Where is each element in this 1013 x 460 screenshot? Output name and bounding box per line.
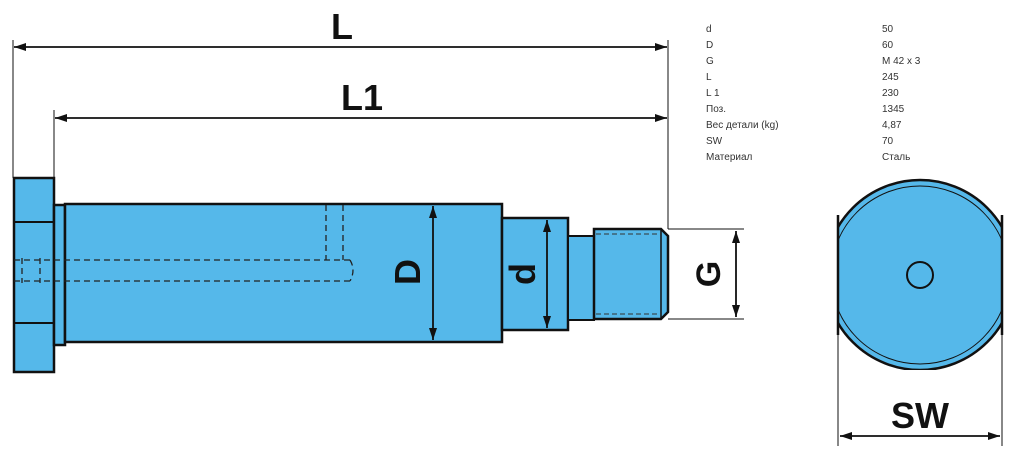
dim-G-label: G [690,261,728,287]
dim-d-label: d [502,263,543,285]
spec-value: 70 [882,136,894,147]
spec-row: Вес детали (kg)4,87 [703,118,1012,134]
spec-key: L [706,72,712,83]
spec-row: SW 70 [703,134,1012,150]
spec-value: 50 [882,22,1012,38]
spec-row: Поз. 1345 [703,102,1012,118]
dim-L1-label: L1 [341,77,383,118]
center-bore [906,261,934,289]
spec-key: d [703,22,882,38]
dim-SW-label: SW [891,395,949,436]
bolt-end-view: SW [836,178,1004,446]
bolt-side-view: L L1 D d G [12,6,744,374]
spec-value: 4,87 [882,118,1012,134]
spec-value: 245 [882,72,899,83]
spec-key: D [706,40,714,51]
spec-key: Поз. [706,104,726,115]
neck [567,235,595,321]
spec-value: Сталь [882,150,1012,166]
collar [52,203,67,347]
dim-D-label: D [387,259,428,285]
hex-head [12,176,56,374]
spec-value: 1345 [882,104,905,115]
main-body [63,202,504,344]
spec-value: 230 [882,86,1012,102]
dim-L-label: L [331,6,353,47]
hidden-channel [14,205,354,283]
spec-key: Материал [703,150,882,166]
spec-row: L 245 [703,70,1012,86]
spec-value: 60 [882,40,894,51]
spec-key: G [703,54,882,70]
spec-key: Вес детали (kg) [703,118,882,134]
spec-value: M 42 x 3 [882,54,1012,70]
thread-section [592,227,670,321]
spec-key: SW [706,136,723,147]
spec-key: L 1 [703,86,882,102]
spec-row: D 60 [703,38,1012,54]
shoulder-d [500,216,570,332]
